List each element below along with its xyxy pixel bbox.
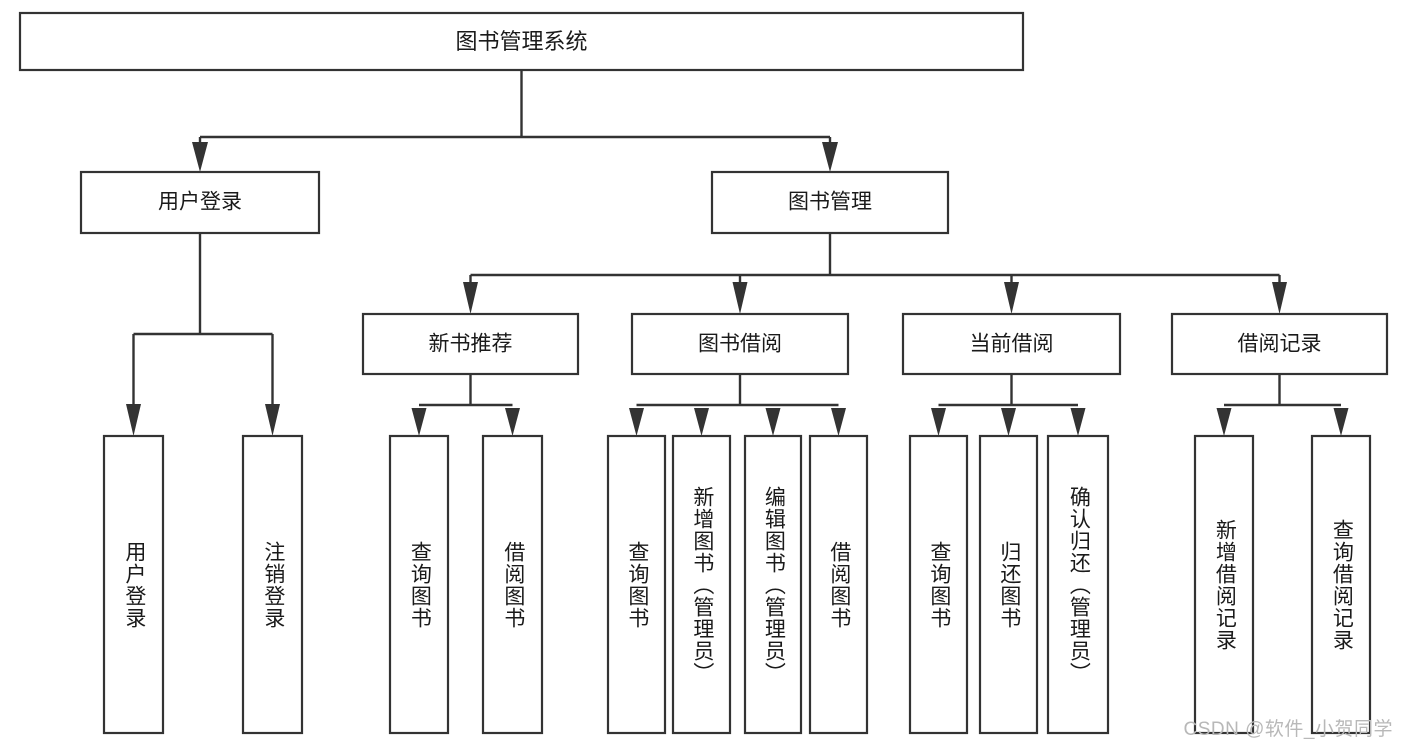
- leaf-borrow-book-box[interactable]: [808, 434, 869, 735]
- node-borrow-record[interactable]: 借阅记录: [1170, 312, 1389, 376]
- connector-bookborrow-to-leaves: [629, 374, 846, 436]
- leaf-query-book-box[interactable]: [606, 434, 667, 735]
- node-book-borrow[interactable]: 图书借阅: [630, 312, 850, 376]
- leaf-user-login-label: 用户登录: [122, 540, 146, 629]
- node-new-book-rec-box[interactable]: [361, 312, 580, 376]
- leaf-logout-label: 注销登录: [261, 540, 285, 629]
- leaf-query-book-rec-label: 查询图书: [408, 540, 432, 629]
- arrow-to-leaf-add-record: [1216, 408, 1232, 436]
- leaf-add-book-box[interactable]: [671, 434, 732, 735]
- leaf-add-record-box[interactable]: [1193, 434, 1255, 735]
- node-borrow-record-box[interactable]: [1170, 312, 1389, 376]
- connector-userlogin-to-leaves: [126, 233, 280, 436]
- arrow-to-leaf-user-login: [126, 404, 141, 436]
- arrow-to-leaf-query-book-rec: [411, 408, 427, 436]
- arrow-to-new-book-rec: [463, 282, 478, 314]
- leaf-borrow-book-rec-label: 借阅图书: [501, 540, 525, 629]
- leaf-borrow-book-label: 借阅图书: [827, 540, 851, 629]
- connector-root-to-level2: [192, 70, 838, 172]
- leaf-query-book-cur-box[interactable]: [908, 434, 969, 735]
- arrow-to-user-login: [192, 142, 208, 172]
- node-borrow-record-label: 借阅记录: [1238, 333, 1322, 356]
- arrow-to-leaf-borrow-book-rec: [505, 408, 520, 436]
- leaf-edit-book-label: 编辑图书（管理员）: [762, 485, 786, 684]
- leaf-user-login-box[interactable]: [102, 434, 165, 735]
- node-book-manage-label: 图书管理: [788, 191, 872, 214]
- node-root-label: 图书管理系统: [455, 29, 587, 54]
- node-user-login[interactable]: 用户登录: [79, 170, 321, 235]
- leaf-query-book-cur-label: 查询图书: [927, 540, 951, 629]
- connector-newbookrec-to-leaves: [411, 374, 520, 436]
- arrow-to-book-manage: [822, 142, 838, 172]
- arrow-to-borrow-record: [1272, 282, 1287, 314]
- node-new-book-rec-label: 新书推荐: [429, 333, 513, 356]
- leaf-confirm-return-label: 确认归还（管理员）: [1067, 485, 1091, 684]
- leaf-borrow-book-rec-box[interactable]: [481, 434, 544, 735]
- arrow-to-leaf-query-book-cur: [931, 408, 946, 436]
- node-book-borrow-label: 图书借阅: [698, 333, 782, 356]
- leaf-logout-box[interactable]: [241, 434, 304, 735]
- arrow-to-leaf-logout: [265, 404, 280, 436]
- leaf-add-record-label: 新增借阅记录: [1213, 518, 1237, 651]
- arrow-to-leaf-edit-book: [765, 408, 781, 436]
- leaf-edit-book-box[interactable]: [743, 434, 803, 735]
- leaf-add-book-label: 新增图书（管理员）: [690, 485, 714, 684]
- node-user-login-box[interactable]: [79, 170, 321, 235]
- node-user-login-label: 用户登录: [158, 191, 242, 214]
- leaf-confirm-return-box[interactable]: [1046, 434, 1110, 735]
- node-current-borrow-box[interactable]: [901, 312, 1122, 376]
- leaf-query-record-box[interactable]: [1310, 434, 1372, 735]
- leaf-boxes: [102, 434, 1372, 735]
- node-root-box[interactable]: [18, 11, 1025, 72]
- node-current-borrow-label: 当前借阅: [970, 333, 1054, 356]
- node-book-borrow-box[interactable]: [630, 312, 850, 376]
- arrow-to-leaf-borrow-book: [831, 408, 846, 436]
- node-book-manage[interactable]: 图书管理: [710, 170, 950, 235]
- arrow-to-current-borrow: [1004, 282, 1019, 314]
- arrow-to-leaf-return-book: [1001, 408, 1016, 436]
- node-new-book-rec[interactable]: 新书推荐: [361, 312, 580, 376]
- csdn-watermark: CSDN @软件_小贺同学: [1183, 719, 1393, 740]
- arrow-to-leaf-add-book: [694, 408, 709, 436]
- node-root[interactable]: 图书管理系统: [18, 11, 1025, 72]
- arrow-to-leaf-confirm-return: [1070, 408, 1086, 436]
- node-current-borrow[interactable]: 当前借阅: [901, 312, 1122, 376]
- arrow-to-book-borrow: [732, 282, 748, 314]
- leaf-query-book-label: 查询图书: [625, 540, 649, 629]
- connector-bookmanage-to-level3: [463, 233, 1287, 314]
- node-book-manage-box[interactable]: [710, 170, 950, 235]
- leaf-return-book-label: 归还图书: [997, 540, 1021, 629]
- arrow-to-leaf-query-book: [629, 408, 644, 436]
- leaf-query-record-label: 查询借阅记录: [1330, 518, 1354, 651]
- leaf-return-book-box[interactable]: [978, 434, 1039, 735]
- connector-currentborrow-to-leaves: [931, 374, 1086, 436]
- arrow-to-leaf-query-record: [1333, 408, 1349, 436]
- connector-borrowrecord-to-leaves: [1216, 374, 1349, 436]
- leaf-query-book-rec-box[interactable]: [388, 434, 450, 735]
